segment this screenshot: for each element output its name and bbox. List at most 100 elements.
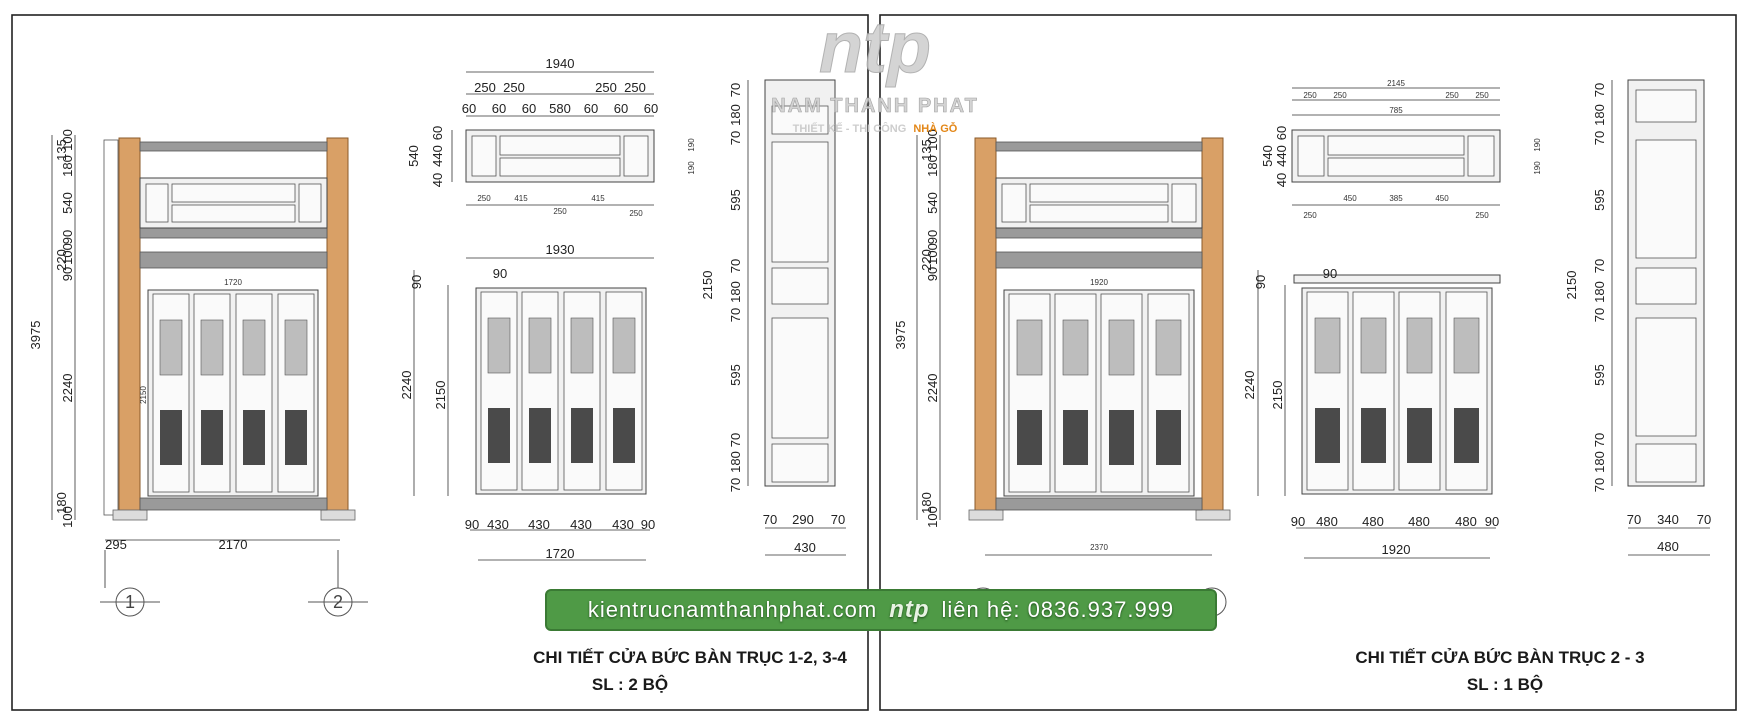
right-section-d2: 180: [1592, 104, 1607, 126]
contact-banner[interactable]: kientrucnamthanhphat.com ntp liên hệ: 08…: [545, 589, 1217, 631]
brand-tagline: THIẾT KẾ - THI CÔNG NHÀ GỖ: [793, 122, 958, 135]
tagline-highlight: NHÀ GỖ: [913, 122, 957, 135]
right-door-detail: [1257, 270, 1501, 559]
left-elev-dim-100a: 100: [60, 129, 75, 151]
left-door-top: 90: [493, 266, 507, 281]
left-transom-left-540: 540: [406, 145, 421, 167]
right-elevation: [916, 135, 1231, 556]
left-elev-top-width: 1720: [224, 278, 242, 287]
right-section-d11: 70: [1592, 478, 1607, 492]
left-elev-dim-220: 220: [54, 249, 69, 271]
right-elev-dim-100b: 100: [925, 243, 940, 265]
right-sheet-border: [879, 14, 1737, 711]
left-transom-top-2: 250: [503, 80, 525, 95]
right-section-d5: 70: [1592, 259, 1607, 273]
left-door-bottom-3: 430: [528, 517, 550, 532]
left-column-2: [326, 137, 349, 514]
left-sheet-quantity: SL : 2 BỘ: [592, 675, 668, 694]
left-elev-dim-180: 180: [60, 155, 75, 177]
left-transom-row2-3: 60: [522, 101, 536, 116]
right-section-d1: 70: [1592, 83, 1607, 97]
left-elev-dim-180b: 180: [54, 492, 69, 514]
right-sheet-quantity: SL : 1 BỘ: [1467, 675, 1543, 694]
right-door-left-2150: 2150: [1270, 381, 1285, 410]
left-transom-row2-1: 60: [462, 101, 476, 116]
right-elev-dim-100a: 100: [925, 129, 940, 151]
left-section-total: 430: [794, 540, 816, 555]
left-transom-row2-5: 60: [584, 101, 598, 116]
right-section-total: 480: [1657, 539, 1679, 554]
right-section-bottom-3: 70: [1697, 512, 1711, 527]
left-section-d2: 180: [728, 104, 743, 126]
right-door-left-90: 90: [1253, 275, 1268, 289]
left-transom-bottom-3: 250: [553, 207, 567, 216]
ntp-watermark-logo: ntp NAM THANH PHAT THIẾT KẾ - THI CÔNG N…: [771, 8, 977, 136]
left-door-bottom-4: 430: [570, 517, 592, 532]
left-transom-bottom-5: 250: [629, 209, 643, 218]
right-section-d9: 70: [1592, 433, 1607, 447]
right-elev-dim-90a: 90: [925, 230, 940, 244]
left-elev-bottom-295: 295: [105, 537, 127, 552]
left-door-bottom-2: 430: [487, 517, 509, 532]
left-elev-total-height: 3975: [28, 321, 43, 350]
left-transom-left-440: 440: [430, 145, 445, 167]
banner-contact[interactable]: liên hệ: 0836.937.999: [941, 597, 1175, 622]
right-sheet-title: CHI TIẾT CỬA BỨC BÀN TRỤC 2 - 3: [1355, 648, 1644, 667]
left-elev-dim-90a: 90: [60, 230, 75, 244]
left-door-leaves: [147, 289, 319, 497]
left-section-d1: 70: [728, 83, 743, 97]
right-door-total: 1920: [1382, 542, 1411, 557]
right-elev-bottom: 2370: [1090, 543, 1108, 552]
left-transom-bottom-1: 250: [477, 194, 491, 203]
left-transom-bottom-2: 415: [514, 194, 528, 203]
left-section-d5: 70: [728, 259, 743, 273]
left-transom-row2-4: 580: [549, 101, 571, 116]
right-door-bottom-1: 90: [1291, 514, 1305, 529]
right-elev-dim-220: 220: [919, 249, 934, 271]
right-elev-top-width: 1920: [1090, 278, 1108, 287]
right-transom-left-540: 540: [1260, 145, 1275, 167]
left-section-d10: 180: [728, 451, 743, 473]
left-section-bottom-1: 70: [763, 512, 777, 527]
right-elev-dim-180: 180: [925, 155, 940, 177]
right-transom-right-2: 190: [1533, 161, 1542, 175]
left-transom-top-3: 250: [595, 80, 617, 95]
right-door-bottom-3: 480: [1362, 514, 1384, 529]
left-transom-row2-7: 60: [644, 101, 658, 116]
right-elev-total-height: 3975: [893, 321, 908, 350]
right-transom-bottom-5: 250: [1475, 211, 1489, 220]
left-door-total: 1720: [546, 546, 575, 561]
left-transom-left-60: 60: [430, 126, 445, 140]
left-section-d4: 595: [728, 189, 743, 211]
right-elev-dim-180b: 180: [919, 492, 934, 514]
banner-website[interactable]: kientrucnamthanhphat.com: [587, 597, 878, 622]
right-transom-top-1: 250: [1303, 91, 1317, 100]
right-elev-dim-90b: 90: [925, 267, 940, 281]
right-section-d4: 595: [1592, 189, 1607, 211]
left-door-left-90: 90: [409, 275, 424, 289]
left-transom-total: 1940: [546, 56, 575, 71]
left-transom-top-4: 250: [624, 80, 646, 95]
right-elev-dim-540: 540: [925, 192, 940, 214]
left-door-left-2150: 2150: [433, 381, 448, 410]
left-axis-2: 2: [333, 592, 343, 612]
left-section-d9: 70: [728, 433, 743, 447]
left-section-d7: 70: [728, 308, 743, 322]
left-elev-dim-90b: 90: [60, 267, 75, 281]
left-sheet-border: [11, 14, 869, 711]
left-section-d8: 595: [728, 364, 743, 386]
left-elev-dim-100c: 100: [60, 506, 75, 528]
left-axis-markers: [100, 550, 368, 617]
banner-logo: ntp: [889, 596, 930, 623]
left-section-d3: 70: [728, 131, 743, 145]
right-door-leaves: [1003, 289, 1195, 497]
left-door-bottom-5: 430: [612, 517, 634, 532]
right-section-d3: 70: [1592, 131, 1607, 145]
right-transom-bottom-4: 450: [1435, 194, 1449, 203]
left-transom-right-1: 190: [687, 138, 696, 152]
right-transom-top-2: 250: [1333, 91, 1347, 100]
right-transom-top-4: 250: [1445, 91, 1459, 100]
left-transom-bottom-4: 415: [591, 194, 605, 203]
left-transom-row2-6: 60: [614, 101, 628, 116]
right-door-bottom-5: 480: [1455, 514, 1477, 529]
